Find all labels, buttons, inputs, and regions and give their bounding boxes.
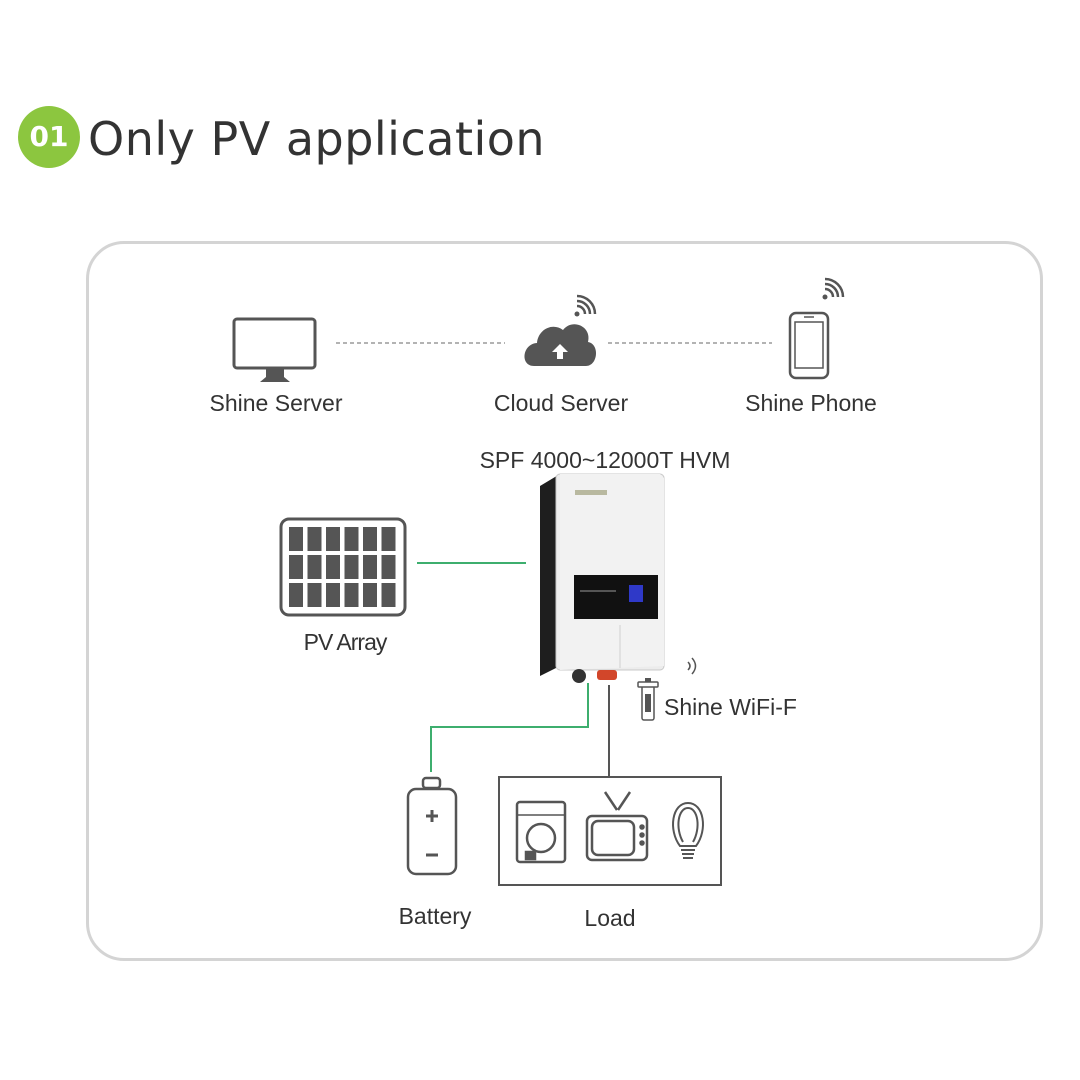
solar-cell bbox=[289, 555, 303, 579]
solar-cell bbox=[289, 583, 303, 607]
solar-cell bbox=[381, 527, 396, 551]
solar-cell bbox=[363, 555, 377, 579]
shine-server-label: Shine Server bbox=[209, 390, 343, 416]
wifi-signal-icon bbox=[822, 277, 845, 300]
wifi-signal-icon bbox=[574, 294, 597, 317]
washing-machine-icon bbox=[515, 800, 567, 864]
light-bulb-icon bbox=[672, 801, 704, 859]
battery-label: Battery bbox=[398, 903, 472, 929]
pv-array-label: PV Array bbox=[303, 629, 388, 655]
inverter-model-label: SPF 4000~12000T HVM bbox=[479, 447, 731, 473]
cloud-server-label: Cloud Server bbox=[493, 390, 629, 416]
shine-phone-label: Shine Phone bbox=[745, 390, 877, 416]
wireless-signal-icon bbox=[687, 657, 697, 675]
solar-cell bbox=[326, 583, 340, 607]
solar-cell bbox=[307, 527, 322, 551]
wifi-dongle-icon bbox=[637, 678, 659, 721]
solar-cell bbox=[289, 527, 303, 551]
solar-cell bbox=[381, 583, 396, 607]
page-title: Only PV application bbox=[88, 112, 546, 166]
solar-cell bbox=[363, 527, 377, 551]
connection-inverter-battery bbox=[430, 683, 589, 772]
solar-cell bbox=[344, 555, 359, 579]
wifi-module-label: Shine WiFi-F bbox=[664, 694, 797, 720]
solar-cell bbox=[344, 527, 359, 551]
section-number-badge: 01 bbox=[18, 106, 80, 168]
battery-icon bbox=[406, 776, 458, 876]
solar-cell bbox=[307, 555, 322, 579]
solar-cell bbox=[381, 555, 396, 579]
solar-cell bbox=[326, 527, 340, 551]
solar-cell bbox=[307, 583, 322, 607]
load-label: Load bbox=[584, 905, 636, 931]
monitor-icon bbox=[232, 317, 317, 382]
tv-icon bbox=[585, 791, 649, 862]
smartphone-icon bbox=[788, 311, 830, 380]
cloud-upload-icon bbox=[524, 324, 597, 366]
diagram-card bbox=[86, 241, 1043, 961]
inverter-image bbox=[540, 473, 665, 683]
solar-cell bbox=[344, 583, 359, 607]
load-box bbox=[498, 776, 722, 886]
solar-cell bbox=[363, 583, 377, 607]
solar-panel-icon bbox=[279, 517, 407, 617]
solar-cell bbox=[326, 555, 340, 579]
